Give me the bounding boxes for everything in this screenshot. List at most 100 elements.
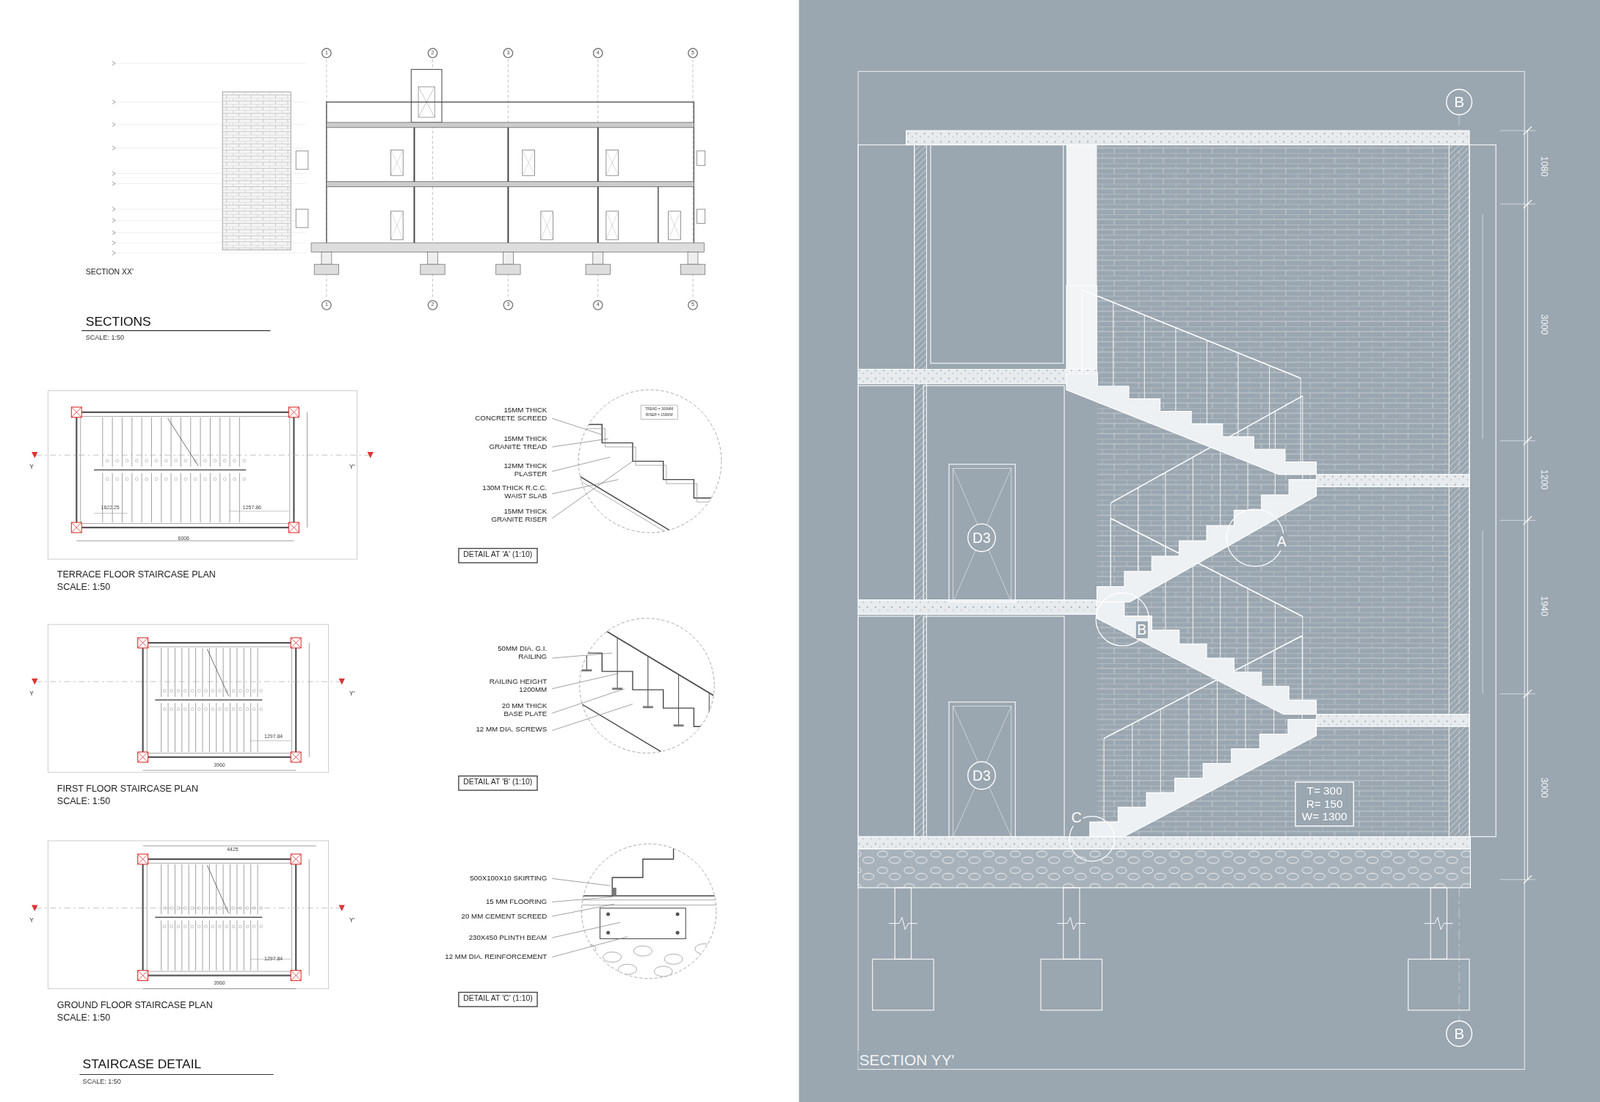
baluster <box>225 708 229 712</box>
tread-line <box>200 417 202 467</box>
column-cross <box>290 752 301 763</box>
rubble-stone <box>653 966 673 977</box>
baluster <box>223 477 227 481</box>
plan-frame <box>47 841 329 990</box>
section-arrow <box>339 905 345 912</box>
material-note: 15MM THICK GRANITE RISER <box>469 507 549 524</box>
wall-elevation <box>923 386 1065 601</box>
stair-flight <box>1066 373 1317 475</box>
break-line <box>888 917 918 930</box>
baluster <box>197 925 201 929</box>
extension-line <box>1500 130 1537 132</box>
column-stub <box>321 252 332 265</box>
grid-bubble: 2 <box>427 47 439 58</box>
baluster <box>184 459 188 463</box>
baluster <box>231 708 235 712</box>
leader-line <box>551 689 625 714</box>
sheet-heading: STAIRCASE DETAIL <box>81 1057 202 1073</box>
title-underline <box>81 330 271 332</box>
tread-line <box>229 473 231 523</box>
scale-note: SCALE: 1:50 <box>55 796 111 807</box>
door-swing <box>606 149 619 176</box>
baluster <box>1164 472 1166 557</box>
tread-line <box>174 703 176 753</box>
baluster <box>217 708 221 712</box>
baluster <box>252 689 256 693</box>
title-underline <box>79 1074 274 1076</box>
door-cross <box>953 468 1012 602</box>
section-mark: Y <box>28 463 35 472</box>
tread-line <box>229 864 231 915</box>
door-leaf <box>953 706 1012 837</box>
rubble-stone <box>633 946 652 957</box>
details <box>551 389 789 979</box>
baluster <box>162 925 166 929</box>
waist-slab-soffit <box>571 697 735 797</box>
rubble-soling <box>857 849 1471 889</box>
column-cross <box>71 407 82 418</box>
brick-wall <box>1097 144 1450 837</box>
baluster <box>647 656 649 709</box>
baluster <box>174 477 178 481</box>
scale-note: SCALE: 1:50 <box>55 1012 111 1024</box>
door <box>390 211 403 240</box>
plinth <box>311 242 704 253</box>
screed-line <box>571 899 726 901</box>
dimension-value: 1940 <box>1538 595 1549 618</box>
baluster <box>259 925 263 929</box>
tread-line <box>239 473 240 523</box>
node-text: B <box>1453 93 1465 111</box>
tread-line <box>188 648 190 698</box>
dimension-value: 1080 <box>1538 154 1549 178</box>
tread-line <box>209 703 210 753</box>
window <box>697 209 706 224</box>
wall <box>657 187 659 243</box>
door <box>668 211 682 240</box>
level-marker <box>112 60 116 66</box>
tread-line <box>250 648 252 698</box>
baluster <box>211 708 215 712</box>
tread-line <box>236 703 238 753</box>
door <box>606 149 619 176</box>
baluster <box>231 689 235 693</box>
tread-line <box>236 864 238 915</box>
dimension-value: 3000 <box>1538 313 1549 337</box>
tread-line <box>236 920 238 971</box>
baluster <box>1192 560 1194 645</box>
scale-note: SCALE: 1:50 <box>81 1078 122 1086</box>
material-note: 12 MM DIA. SCREWS <box>474 725 549 734</box>
tread-line <box>257 920 259 971</box>
stair-data-box: T= 300 R= 150 W= 1300 <box>1294 781 1355 827</box>
baluster <box>162 689 166 693</box>
wall-elevation <box>857 144 914 370</box>
column-cross <box>288 407 299 418</box>
plaster-line <box>571 475 735 574</box>
break-line <box>206 865 229 914</box>
baluster <box>239 925 243 929</box>
dimension-line <box>143 988 297 990</box>
break-line <box>1424 917 1454 930</box>
rubble-stone <box>664 954 683 965</box>
grid-bubble: 3 <box>502 47 514 58</box>
door-swing <box>606 211 619 240</box>
dimension-value: 1257.86 <box>241 505 263 512</box>
tread-line <box>239 417 240 467</box>
baluster <box>245 708 249 712</box>
baluster <box>242 477 246 481</box>
break-line <box>206 649 229 697</box>
material-note: 130M THICK R.C.C. WAIST SLAB <box>469 483 549 500</box>
tread-line <box>257 648 259 698</box>
baluster <box>204 477 207 481</box>
tread-line <box>160 864 162 915</box>
baluster <box>170 925 174 929</box>
material-note: 500X100X10 SKIRTING <box>468 874 549 883</box>
outer-wall <box>1469 144 1496 837</box>
floor-slab <box>326 182 695 188</box>
tread-line <box>209 473 211 523</box>
tread-line <box>209 417 211 467</box>
extension-line <box>1500 693 1537 695</box>
baluster <box>242 459 246 463</box>
detail-content <box>571 610 787 797</box>
stair-note: TREAD = 300MM <box>644 407 675 412</box>
guard-rail <box>1066 285 1098 372</box>
